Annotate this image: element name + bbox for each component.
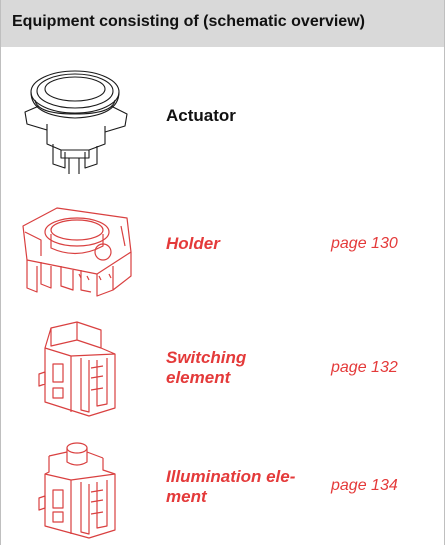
illumination-element-page-ref: page 134 xyxy=(331,477,398,494)
actuator-label: Actuator xyxy=(166,106,236,125)
switching-element-label-line1: Switching xyxy=(166,348,247,367)
section-title: Equipment consisting of (schematic overv… xyxy=(12,13,365,30)
section-header: Equipment consisting of (schematic overv… xyxy=(1,0,444,47)
holder-label: Holder xyxy=(166,234,220,253)
illumination-element-illustration xyxy=(38,442,116,539)
illumination-element-label-line1: Illumination ele- xyxy=(166,467,296,486)
holder-illustration xyxy=(22,207,132,297)
actuator-illustration xyxy=(24,70,128,174)
illumination-element-label-line2: ment xyxy=(166,487,207,506)
switching-element-page-ref: page 132 xyxy=(331,359,398,376)
switching-element-illustration xyxy=(38,321,116,417)
switching-element-label-line2: element xyxy=(166,368,231,387)
holder-page-ref: page 130 xyxy=(331,235,398,252)
